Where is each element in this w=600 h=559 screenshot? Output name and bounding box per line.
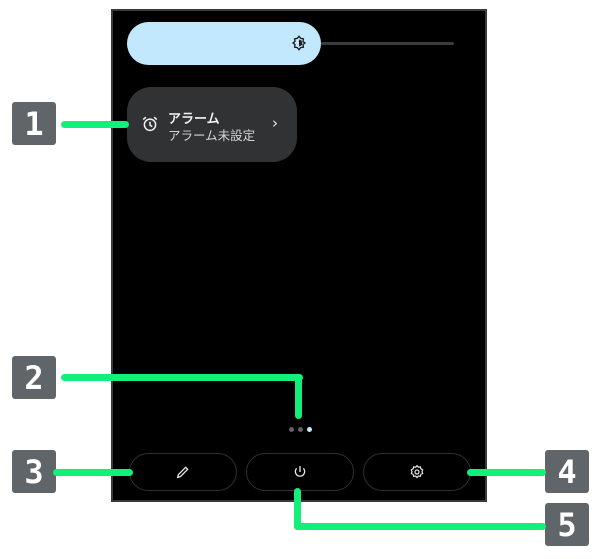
callout-badge-5: 5 [545, 503, 589, 546]
power-button[interactable] [246, 453, 354, 491]
brightness-slider[interactable] [127, 22, 321, 65]
page-indicator[interactable] [289, 427, 312, 432]
callout-line-4 [467, 469, 546, 476]
callout-line-5-vertical [294, 488, 301, 530]
callout-line-1 [61, 121, 129, 128]
callout-line-5 [294, 523, 546, 530]
callout-badge-3: 3 [12, 450, 56, 493]
callout-line-2 [61, 374, 303, 381]
callout-badge-4: 4 [545, 450, 589, 493]
brightness-icon [291, 35, 307, 51]
alarm-clock-icon [142, 116, 158, 132]
callout-line-3 [53, 469, 133, 476]
alarm-tile-subtitle: アラーム未設定 [168, 128, 256, 143]
callout-line-2-vertical [295, 374, 302, 419]
power-icon [294, 466, 306, 477]
alarm-tile[interactable]: アラーム アラーム未設定 › [127, 87, 297, 162]
gear-icon [410, 464, 424, 479]
page-dot-active [307, 427, 312, 432]
chevron-right-icon: › [272, 114, 278, 132]
callout-badge-2: 2 [12, 356, 56, 399]
brightness-slider-track[interactable] [321, 42, 454, 45]
edit-button[interactable] [129, 453, 237, 491]
page-dot [298, 427, 303, 432]
alarm-tile-title: アラーム [168, 112, 220, 127]
page-dot [289, 427, 294, 432]
pencil-icon [176, 466, 189, 479]
callout-badge-1: 1 [12, 102, 56, 145]
settings-button[interactable] [363, 453, 471, 491]
